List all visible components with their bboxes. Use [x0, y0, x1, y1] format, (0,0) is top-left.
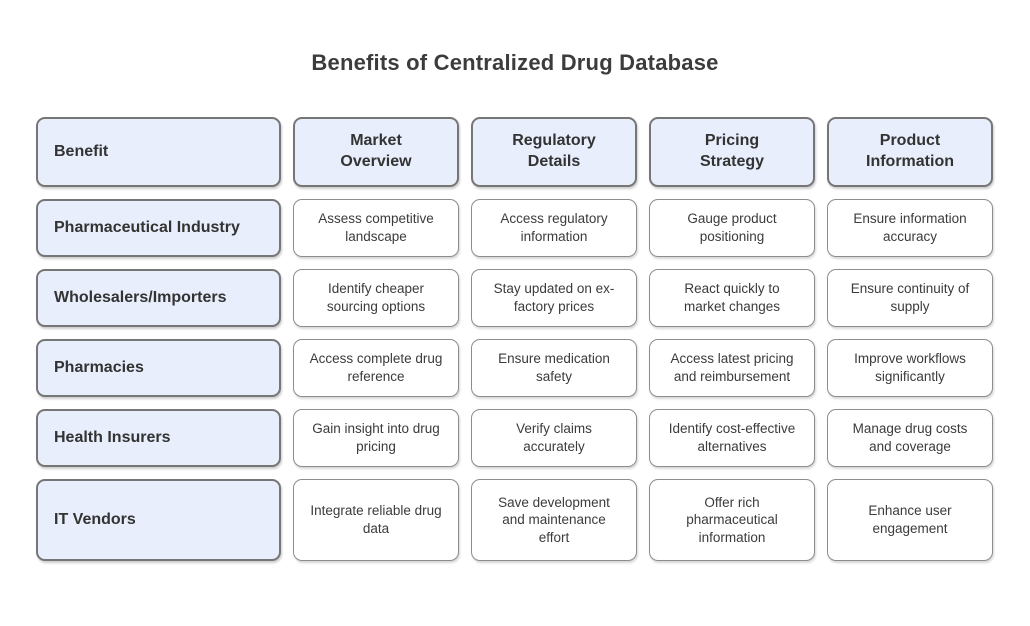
cell-wholesalers-market-overview: Identify cheaper sourcing options	[293, 269, 459, 327]
cell-wholesalers-product-information: Ensure continuity of supply	[827, 269, 993, 327]
row-label-pharmaceutical-industry: Pharmaceutical Industry	[36, 199, 281, 257]
row-label-health-insurers: Health Insurers	[36, 409, 281, 467]
header-regulatory-details: Regulatory Details	[471, 117, 637, 187]
header-market-overview: Market Overview	[293, 117, 459, 187]
benefits-matrix: Benefit Market Overview Regulatory Detai…	[36, 117, 993, 561]
cell-wholesalers-pricing-strategy: React quickly to market changes	[649, 269, 815, 327]
header-benefit: Benefit	[36, 117, 281, 187]
cell-pharma-product-information: Ensure information accuracy	[827, 199, 993, 257]
cell-pharma-regulatory-details: Access regulatory information	[471, 199, 637, 257]
cell-itvendors-pricing-strategy: Offer rich pharmaceutical information	[649, 479, 815, 561]
header-product-information: Product Information	[827, 117, 993, 187]
row-label-pharmacies: Pharmacies	[36, 339, 281, 397]
cell-insurers-pricing-strategy: Identify cost-effective alternatives	[649, 409, 815, 467]
header-pricing-strategy: Pricing Strategy	[649, 117, 815, 187]
cell-itvendors-regulatory-details: Save development and maintenance effort	[471, 479, 637, 561]
cell-itvendors-market-overview: Integrate reliable drug data	[293, 479, 459, 561]
cell-insurers-regulatory-details: Verify claims accurately	[471, 409, 637, 467]
page-title: Benefits of Centralized Drug Database	[311, 50, 719, 75]
cell-itvendors-product-information: Enhance user engagement	[827, 479, 993, 561]
cell-pharma-market-overview: Assess competitive landscape	[293, 199, 459, 257]
cell-wholesalers-regulatory-details: Stay updated on ex-factory prices	[471, 269, 637, 327]
cell-pharmacies-regulatory-details: Ensure medication safety	[471, 339, 637, 397]
row-label-wholesalers-importers: Wholesalers/Importers	[36, 269, 281, 327]
cell-insurers-market-overview: Gain insight into drug pricing	[293, 409, 459, 467]
cell-pharma-pricing-strategy: Gauge product positioning	[649, 199, 815, 257]
row-label-it-vendors: IT Vendors	[36, 479, 281, 561]
cell-pharmacies-market-overview: Access complete drug reference	[293, 339, 459, 397]
cell-pharmacies-product-information: Improve workflows significantly	[827, 339, 993, 397]
cell-insurers-product-information: Manage drug costs and coverage	[827, 409, 993, 467]
cell-pharmacies-pricing-strategy: Access latest pricing and reimbursement	[649, 339, 815, 397]
